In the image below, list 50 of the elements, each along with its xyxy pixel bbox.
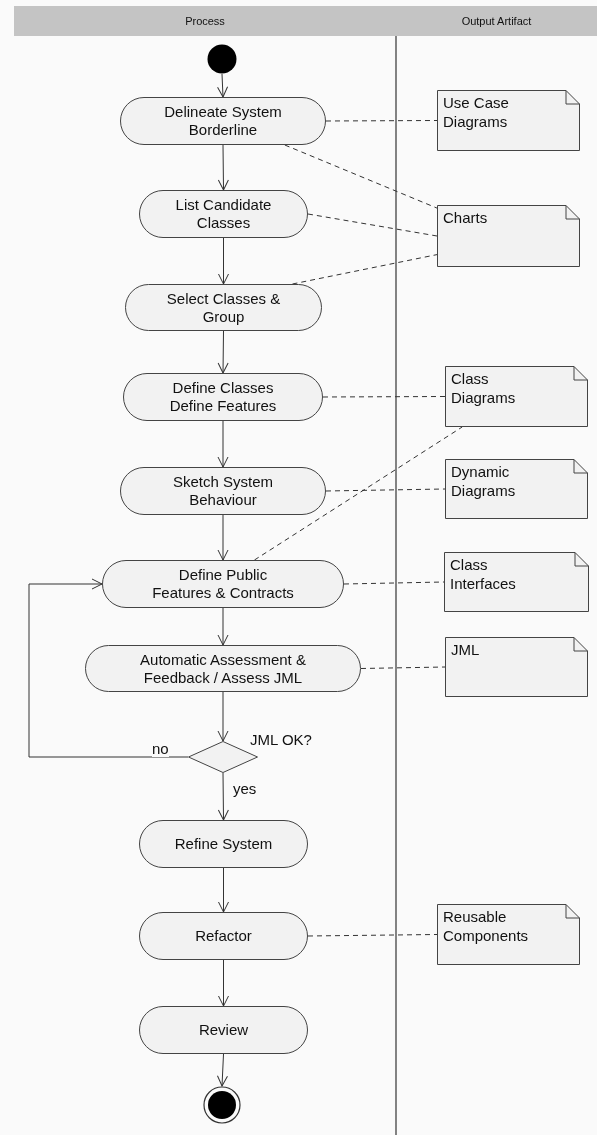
note-box <box>445 637 588 697</box>
dashed-connector <box>325 120 438 122</box>
activity-box: Select Classes & Group <box>125 284 322 331</box>
arrow <box>216 1053 228 1087</box>
arrow <box>217 330 229 374</box>
arrow <box>217 420 229 468</box>
note-text: JML <box>451 640 481 659</box>
arrow <box>218 959 229 1007</box>
activity-box: Review <box>139 1006 308 1054</box>
arrow <box>218 237 229 285</box>
activity-box: Define Classes Define Features <box>123 373 323 421</box>
note-box <box>444 552 589 612</box>
dashed-connector <box>253 426 463 561</box>
arrow <box>28 578 189 758</box>
arrow <box>217 607 229 646</box>
dashed-connector <box>325 488 446 492</box>
dashed-connector <box>360 666 446 669</box>
activity-box: Refactor <box>139 912 308 960</box>
dashed-connector <box>322 396 446 398</box>
start-node <box>207 44 237 74</box>
note-box <box>437 904 580 965</box>
decision-label: JML OK? <box>250 731 312 748</box>
note-box <box>437 205 580 267</box>
end-node <box>203 1086 241 1124</box>
activity-box: Define Public Features & Contracts <box>102 560 344 608</box>
lane-header: Output Artifact <box>396 6 597 36</box>
arrow <box>217 691 229 742</box>
note-text: Use Case Diagrams <box>443 93 510 131</box>
arrow <box>217 772 229 821</box>
note-text: Dynamic Diagrams <box>451 462 517 500</box>
note-text: Reusable Components <box>443 907 530 945</box>
note-box <box>445 366 588 427</box>
activity-box: Automatic Assessment & Feedback / Assess JML <box>85 645 361 692</box>
dashed-connector <box>284 144 438 209</box>
activity-box: Delineate System Borderline <box>120 97 326 145</box>
activity-box: Refine System <box>139 820 308 868</box>
arrow <box>217 73 229 98</box>
activity-box: List Candidate Classes <box>139 190 308 238</box>
lane-header: Process <box>14 6 396 36</box>
arrow <box>218 867 229 913</box>
arrow <box>217 514 229 561</box>
note-text: Class Diagrams <box>451 369 517 407</box>
dashed-connector <box>307 213 438 237</box>
note-text: Charts <box>443 208 489 227</box>
activity-box: Sketch System Behaviour <box>120 467 326 515</box>
note-box <box>445 459 588 519</box>
note-box <box>437 90 580 151</box>
arrow <box>217 144 229 191</box>
dashed-connector <box>307 934 438 937</box>
note-text: Class Interfaces <box>450 555 517 593</box>
